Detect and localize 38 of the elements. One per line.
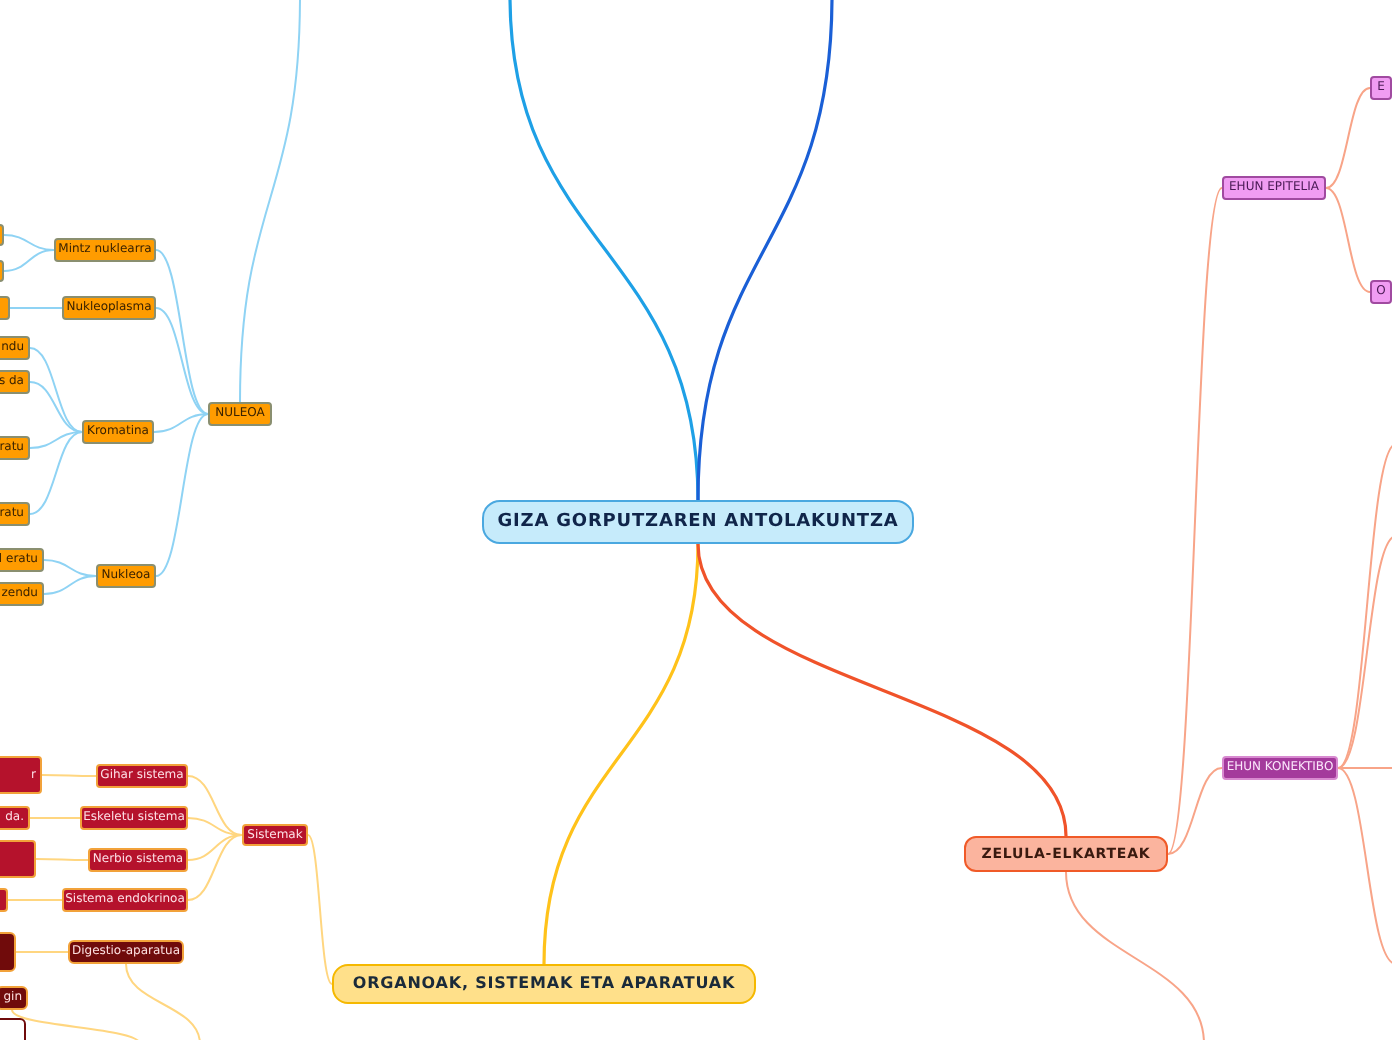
branch-line [15,951,69,953]
branch-line [187,834,243,861]
branch-line [155,249,209,415]
branch-line [307,834,333,985]
branch-line [155,307,209,415]
branch-line [1167,187,1223,855]
branch-line [1337,767,1392,965]
branch-line [1325,87,1371,189]
branch-line [542,543,700,965]
branch-line [125,963,201,1040]
main-topic-box: ORGANOAK, SISTEMAK ETA APARATUAK [332,964,756,1004]
topic-box [0,840,36,878]
branch-line [239,0,301,403]
branch-line [187,834,243,901]
central-topic-box: GIZA GORPUTZAREN ANTOLAKUNTZA [482,500,914,544]
branch-line [7,899,63,901]
branch-line [155,413,209,577]
branch-line [35,858,89,861]
branch-line [1065,871,1205,1040]
branch-line [3,249,55,272]
branch-line [187,775,243,836]
branch-line [1337,767,1392,769]
branch-line [29,431,83,515]
branch-line [1325,187,1371,293]
branch-line [43,575,97,595]
branch-line [9,307,63,309]
branch-line [696,543,1068,837]
branch-line [29,431,83,449]
branch-line [153,413,209,433]
branch-line [1167,767,1223,855]
branch-line [29,347,83,433]
branch-line [11,1009,141,1040]
branch-line [1337,535,1392,769]
branch-line [29,817,81,819]
branch-line [29,381,83,433]
branch-line [1337,443,1392,769]
branch-line [696,0,834,501]
branch-line [41,774,97,777]
